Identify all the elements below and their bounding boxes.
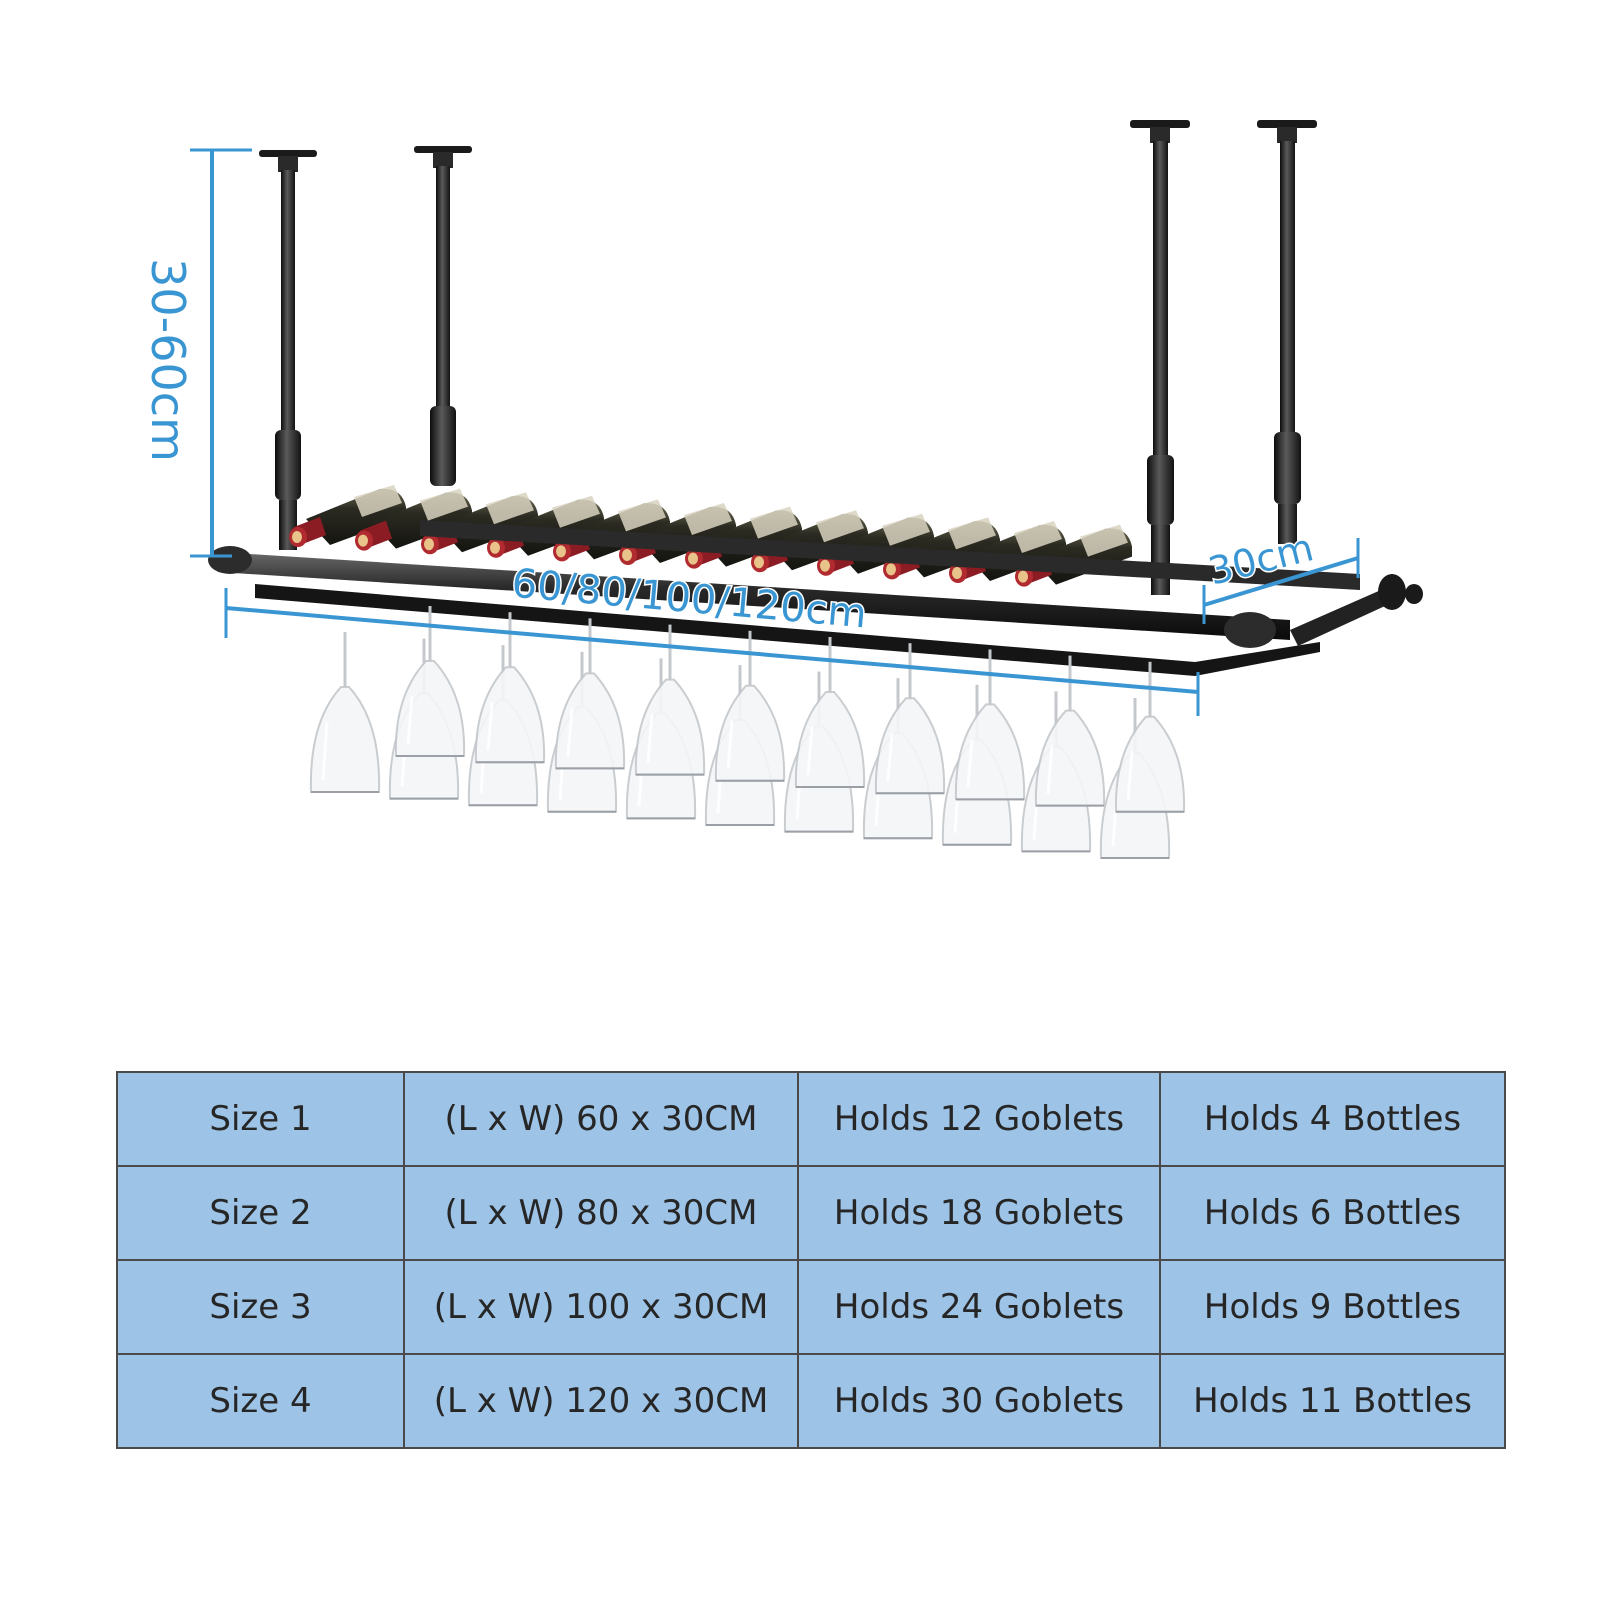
dimensions-cell: (L x W) 120 x 30CM xyxy=(403,1353,799,1449)
wine-glass xyxy=(714,630,786,782)
hanging-rod xyxy=(259,150,317,550)
height-dimension: 30-60cm xyxy=(140,148,252,558)
rack-frame xyxy=(208,520,1423,676)
dimensions-cell: (L x W) 80 x 30CM xyxy=(403,1165,799,1261)
wine-glasses xyxy=(309,606,1186,859)
wine-glass xyxy=(954,649,1026,801)
wine-glass xyxy=(874,643,946,795)
table-row: Size 1 (L x W) 60 x 30CM Holds 12 Goblet… xyxy=(116,1071,1506,1167)
hanging-rod xyxy=(1130,120,1190,595)
bottles-cell: Holds 11 Bottles xyxy=(1159,1353,1506,1449)
table-row: Size 2 (L x W) 80 x 30CM Holds 18 Goblet… xyxy=(116,1165,1506,1261)
wine-glass xyxy=(794,637,866,788)
hanging-rod xyxy=(414,146,472,486)
wine-glass xyxy=(309,632,381,793)
size-cell: Size 4 xyxy=(116,1353,405,1449)
wine-glass xyxy=(554,618,626,770)
wine-glass xyxy=(474,612,546,764)
dimensions-cell: (L x W) 100 x 30CM xyxy=(403,1259,799,1355)
goblets-cell: Holds 12 Goblets xyxy=(797,1071,1161,1167)
hanging-rod xyxy=(1257,120,1317,544)
table-row: Size 3 (L x W) 100 x 30CM Holds 24 Goble… xyxy=(116,1259,1506,1355)
length-dimension: 60/80/100/120cm xyxy=(224,559,1200,716)
size-table: Size 1 (L x W) 60 x 30CM Holds 12 Goblet… xyxy=(116,1071,1506,1449)
goblets-cell: Holds 18 Goblets xyxy=(797,1165,1161,1261)
dimensions-cell: (L x W) 60 x 30CM xyxy=(403,1071,799,1167)
bottles-cell: Holds 4 Bottles xyxy=(1159,1071,1506,1167)
bottles-cell: Holds 9 Bottles xyxy=(1159,1259,1506,1355)
height-label: 30-60cm xyxy=(141,258,195,462)
wine-glass xyxy=(1114,661,1186,813)
wine-bottle xyxy=(289,485,406,547)
size-cell: Size 3 xyxy=(116,1259,405,1355)
size-cell: Size 2 xyxy=(116,1165,405,1261)
wine-rack-product-image: 30-60cm 60/80/100/120cm 30cm xyxy=(140,120,1423,859)
goblets-cell: Holds 30 Goblets xyxy=(797,1353,1161,1449)
wine-glass xyxy=(394,606,466,757)
bottles-cell: Holds 6 Bottles xyxy=(1159,1165,1506,1261)
wine-glass xyxy=(634,624,706,776)
goblets-cell: Holds 24 Goblets xyxy=(797,1259,1161,1355)
table-row: Size 4 (L x W) 120 x 30CM Holds 30 Goble… xyxy=(116,1353,1506,1449)
size-cell: Size 1 xyxy=(116,1071,405,1167)
wine-glass xyxy=(1034,655,1106,807)
